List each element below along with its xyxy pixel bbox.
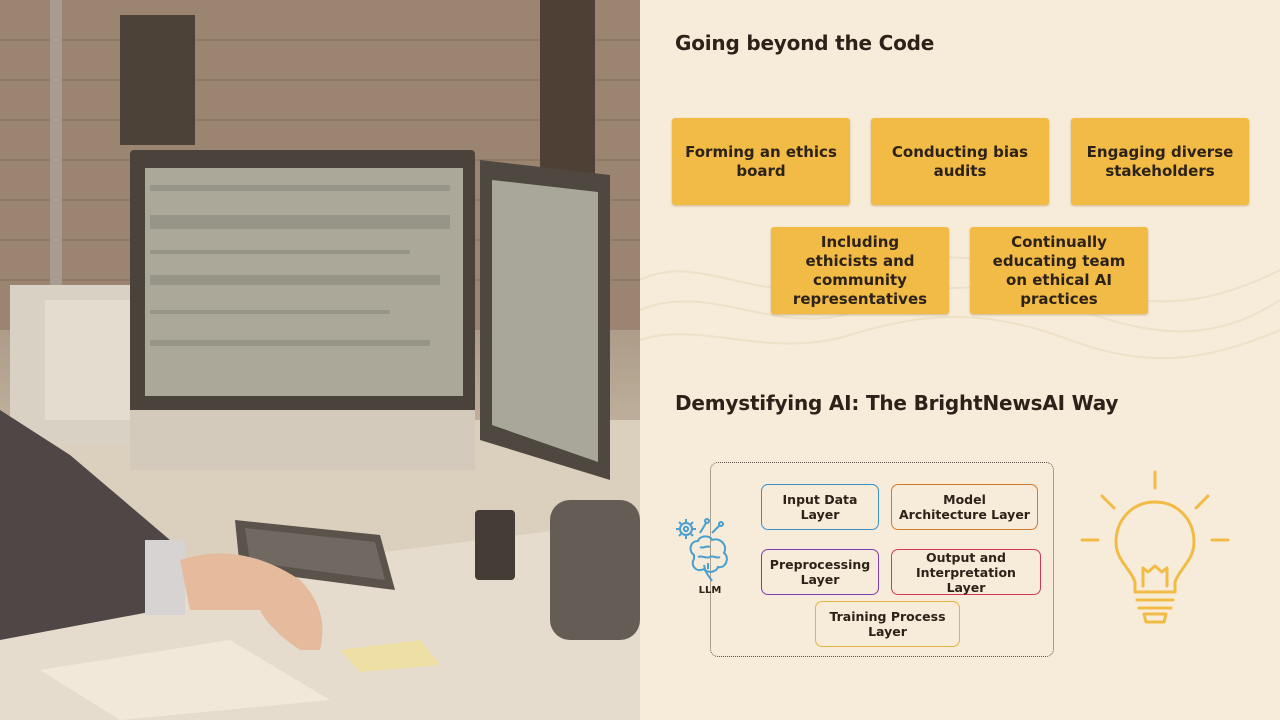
content-panel: Going beyond the Code Forming an ethics … xyxy=(640,0,1280,720)
card-ethics-board: Forming an ethics board xyxy=(672,118,850,205)
office-scene-illustration xyxy=(0,0,640,720)
card-educating-team: Continually educating team on ethical AI… xyxy=(970,227,1148,314)
background-wave-decoration xyxy=(640,256,1280,360)
card-bias-audits: Conducting bias audits xyxy=(871,118,1049,205)
office-photo xyxy=(0,0,640,720)
layer-output-interpretation: Output and Interpretation Layer xyxy=(891,549,1041,595)
lightbulb-icon xyxy=(1080,470,1230,624)
section-title-ai: Demystifying AI: The BrightNewsAI Way xyxy=(675,391,1119,415)
brain-gear-icon xyxy=(676,518,728,582)
layer-model-architecture: Model Architecture Layer xyxy=(891,484,1038,530)
section-title-code: Going beyond the Code xyxy=(675,31,935,55)
layer-preprocessing: Preprocessing Layer xyxy=(761,549,879,595)
card-diverse-stakeholders: Engaging diverse stakeholders xyxy=(1071,118,1249,205)
llm-diagram-frame xyxy=(710,462,1054,657)
card-ethicists-community: Including ethicists and community repres… xyxy=(771,227,949,314)
layer-training-process: Training Process Layer xyxy=(815,601,960,647)
llm-label: LLM xyxy=(698,585,722,596)
layer-input-data: Input Data Layer xyxy=(761,484,879,530)
